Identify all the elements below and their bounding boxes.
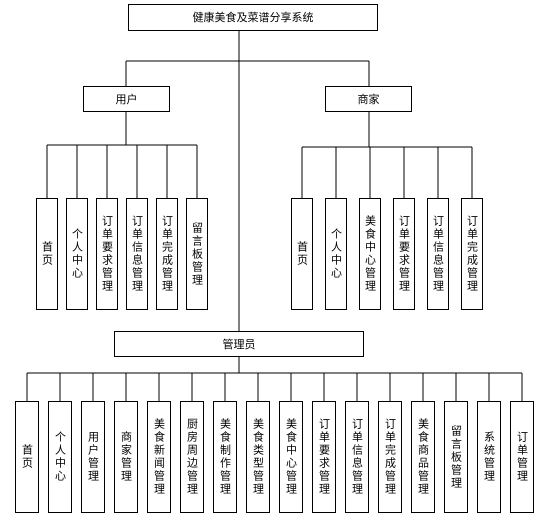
- admin-func-food-type: 美食类型管理: [246, 401, 270, 513]
- func-label: 订单完成管理: [160, 215, 174, 293]
- merchant-func-order-complete: 订单完成管理: [461, 198, 483, 310]
- merchant-func-home: 首页: [291, 198, 313, 310]
- role-node-merchant: 商家: [325, 86, 412, 112]
- admin-func-home: 首页: [15, 401, 39, 513]
- admin-func-food-making: 美食制作管理: [213, 401, 237, 513]
- func-label: 留言板管理: [190, 221, 204, 287]
- func-label: 美食中心管理: [363, 215, 377, 293]
- root-node: 健康美食及菜谱分享系统: [128, 4, 378, 31]
- func-label: 美食中心管理: [284, 418, 298, 496]
- func-label: 用户管理: [86, 431, 100, 483]
- func-label: 商家管理: [119, 431, 133, 483]
- func-label: 系统管理: [482, 431, 496, 483]
- admin-func-food-goods: 美食商品管理: [411, 401, 435, 513]
- admin-func-merchant-mgmt: 商家管理: [114, 401, 138, 513]
- admin-func-order-complete: 订单完成管理: [378, 401, 402, 513]
- func-label: 首页: [40, 241, 54, 267]
- admin-func-food-news: 美食新闻管理: [147, 401, 171, 513]
- user-func-home: 首页: [36, 198, 58, 310]
- func-label: 个人中心: [70, 228, 84, 280]
- func-label: 美食新闻管理: [152, 418, 166, 496]
- admin-func-order-mgmt: 订单管理: [510, 401, 534, 513]
- func-label: 订单信息管理: [431, 215, 445, 293]
- func-label: 美食类型管理: [251, 418, 265, 496]
- user-func-profile: 个人中心: [66, 198, 88, 310]
- user-func-message-board: 留言板管理: [186, 198, 208, 310]
- admin-func-order-info: 订单信息管理: [345, 401, 369, 513]
- user-func-order-info: 订单信息管理: [126, 198, 148, 310]
- role-label: 管理员: [222, 337, 256, 351]
- func-label: 订单管理: [515, 431, 529, 483]
- admin-func-profile: 个人中心: [48, 401, 72, 513]
- func-label: 美食制作管理: [218, 418, 232, 496]
- admin-func-message-board: 留言板管理: [444, 401, 468, 513]
- func-label: 订单要求管理: [397, 215, 411, 293]
- func-label: 订单完成管理: [465, 215, 479, 293]
- func-label: 留言板管理: [449, 424, 463, 490]
- func-label: 订单信息管理: [130, 215, 144, 293]
- merchant-func-profile: 个人中心: [325, 198, 347, 310]
- admin-func-food-center: 美食中心管理: [279, 401, 303, 513]
- func-label: 订单要求管理: [317, 418, 331, 496]
- func-label: 订单完成管理: [383, 418, 397, 496]
- admin-func-order-request: 订单要求管理: [312, 401, 336, 513]
- merchant-func-food-center: 美食中心管理: [359, 198, 381, 310]
- admin-func-system: 系统管理: [477, 401, 501, 513]
- role-node-admin: 管理员: [114, 331, 364, 357]
- admin-func-user-mgmt: 用户管理: [81, 401, 105, 513]
- user-func-order-complete: 订单完成管理: [156, 198, 178, 310]
- merchant-func-order-info: 订单信息管理: [427, 198, 449, 310]
- func-label: 订单信息管理: [350, 418, 364, 496]
- func-label: 美食商品管理: [416, 418, 430, 496]
- role-label: 用户: [115, 92, 138, 106]
- role-node-user: 用户: [83, 86, 170, 112]
- func-label: 首页: [295, 241, 309, 267]
- func-label: 订单要求管理: [100, 215, 114, 293]
- root-label: 健康美食及菜谱分享系统: [192, 11, 314, 24]
- role-label: 商家: [357, 92, 380, 106]
- admin-func-kitchen: 厨房周边管理: [180, 401, 204, 513]
- func-label: 个人中心: [329, 228, 343, 280]
- func-label: 首页: [20, 444, 34, 470]
- func-label: 厨房周边管理: [185, 418, 199, 496]
- merchant-func-order-request: 订单要求管理: [393, 198, 415, 310]
- user-func-order-request: 订单要求管理: [96, 198, 118, 310]
- func-label: 个人中心: [53, 431, 67, 483]
